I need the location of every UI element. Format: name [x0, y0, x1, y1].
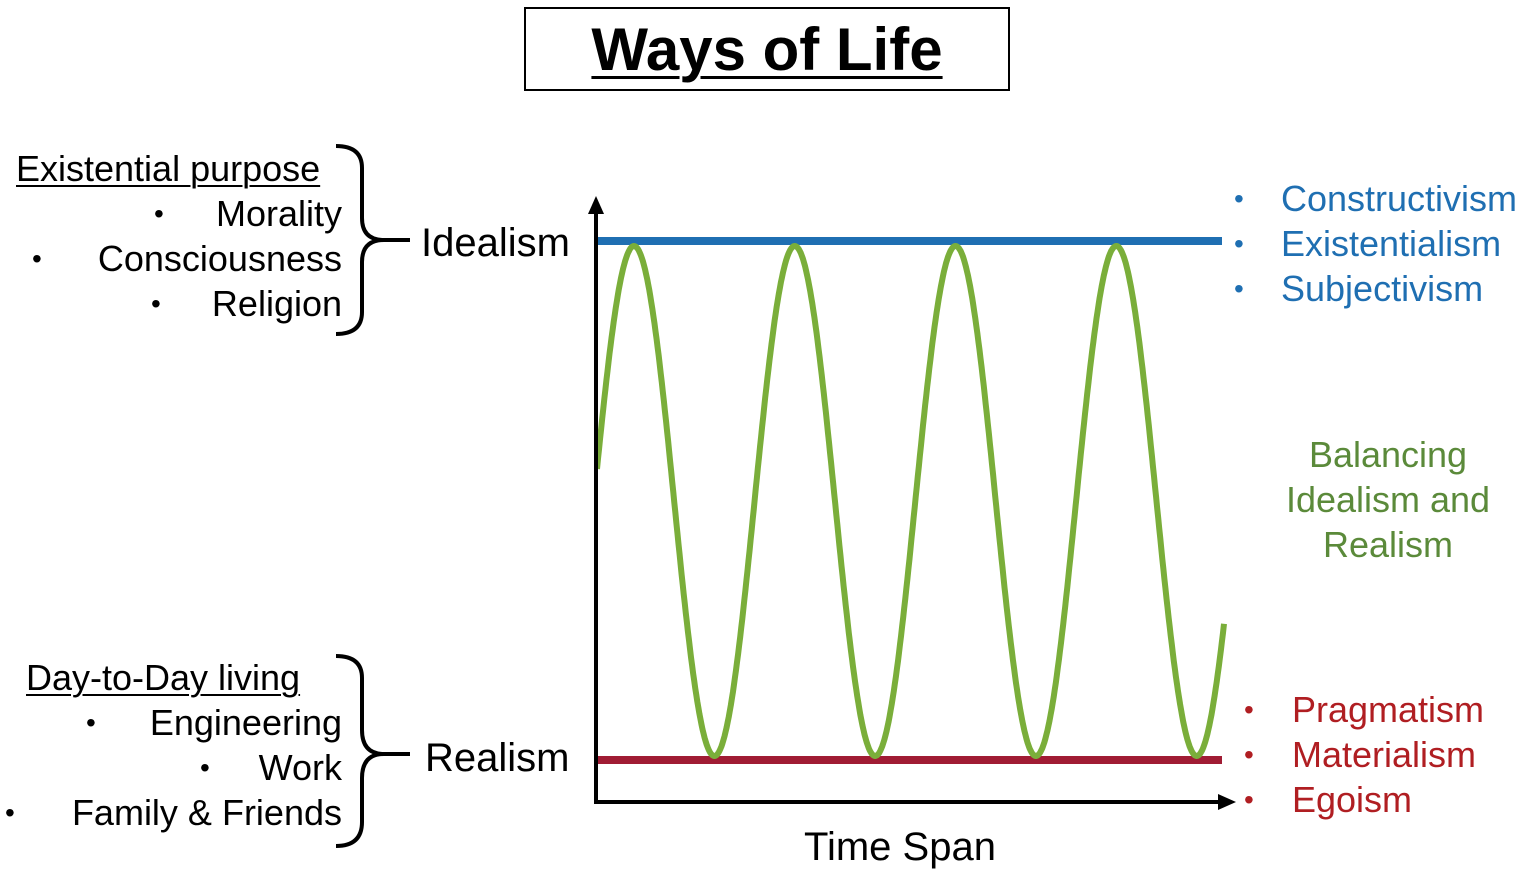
bullet-icon: • [151, 288, 161, 319]
idealism-item-constructivism: Constructivism [1281, 178, 1518, 219]
top-item-consciousness: Consciousness [97, 238, 342, 279]
bottom-brace-icon [335, 654, 410, 848]
bullet-icon: • [1244, 739, 1254, 770]
bullet-icon: • [1234, 183, 1244, 214]
y-axis-arrow-icon [588, 196, 604, 214]
bullet-icon: • [200, 752, 210, 783]
realism-label: Realism [425, 736, 570, 780]
bottom-item-family: Family & Friends [71, 792, 342, 833]
diagram-title: Ways of Life [591, 15, 943, 83]
idealism-item-existentialism: Existentialism [1281, 223, 1502, 264]
top-item-religion: Religion [211, 283, 342, 324]
idealism-item-subjectivism: Subjectivism [1281, 268, 1484, 309]
bullet-icon: • [1244, 694, 1254, 725]
top-brace-icon [335, 144, 410, 336]
bullet-icon: • [1234, 228, 1244, 259]
realism-item-pragmatism: Pragmatism [1292, 689, 1485, 730]
top-item-morality: Morality [215, 193, 342, 234]
bullet-icon: • [32, 243, 42, 274]
balance-wave [594, 243, 1227, 759]
bottom-item-work: Work [258, 747, 342, 788]
bullet-icon: • [5, 797, 15, 828]
bottom-item-engineering: Engineering [149, 702, 342, 743]
bullet-icon: • [1234, 273, 1244, 304]
idealism-label: Idealism [421, 221, 570, 265]
x-axis-label: Time Span [804, 825, 996, 869]
bullet-icon: • [1244, 784, 1254, 815]
x-axis-arrow-icon [1218, 794, 1236, 810]
day-to-day-heading: Day-to-Day living [26, 657, 301, 698]
title-box: Ways of Life [524, 7, 1010, 91]
realism-item-materialism: Materialism [1292, 734, 1477, 775]
balance-label: Balancing Idealism and Realism [1285, 434, 1491, 565]
realism-item-egoism: Egoism [1292, 779, 1413, 820]
existential-purpose-heading: Existential purpose [16, 148, 321, 189]
bullet-icon: • [86, 707, 96, 738]
bullet-icon: • [154, 198, 164, 229]
